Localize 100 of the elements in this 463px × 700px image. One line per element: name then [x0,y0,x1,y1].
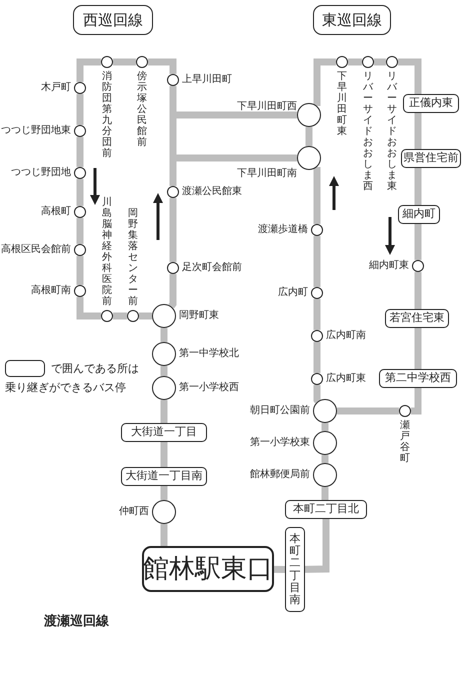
stop-name: 高根区民会館前 [1,243,71,257]
bus-stop-circle [311,224,323,236]
transfer-stop-box: 大街道一丁目南 [121,467,207,486]
route-line [113,58,136,66]
bus-stop-circle [313,463,337,487]
route-line [322,455,328,463]
route-title-box: 西巡回線 [73,5,153,35]
route-line [314,58,336,106]
bus-stop-circle [313,399,337,423]
route-line [414,168,422,205]
bus-stop-circle [152,304,176,328]
route-line [414,224,422,260]
route-line [76,218,84,244]
terminal-box: 館林駅東口 [142,546,274,592]
stop-name: 木戸町 [41,81,71,95]
route-line [411,388,422,414]
transfer-stop-box: 県営住宅前 [401,149,461,168]
transfer-stop-box: 本町二丁目北 [285,500,367,519]
bus-stop-circle [152,342,176,366]
route-line [76,94,84,125]
bus-stop-circle [136,56,148,68]
stop-name: 下早川田町南 [237,167,297,181]
stop-name: 広内町東 [326,372,366,386]
stop-name: 傍示塚公民館前 [137,71,147,148]
route-line [414,113,422,149]
route-line [304,519,330,573]
route-name: 渡瀬巡回線 [44,612,109,630]
stop-name: 川島脳神経外科医院前 [102,197,112,307]
route-line [160,400,168,423]
bus-stop-circle [399,405,411,417]
bus-stop-circle [152,500,176,524]
route-line [160,486,168,500]
bus-stop-circle [74,206,86,218]
route-line [314,166,320,224]
bus-stop-circle [311,373,323,385]
route-line [170,198,176,262]
bus-stop-circle [311,330,323,342]
route-line [160,328,168,342]
route-line [322,487,328,500]
stop-name: 足次町会館前 [182,261,242,275]
bus-stop-circle [74,125,86,137]
stop-name: 細内町東 [369,259,409,273]
bus-stop-circle [362,56,374,68]
stop-name: 渡瀬歩道橋 [258,223,308,237]
route-line [160,524,168,546]
bus-stop-circle [336,56,348,68]
stop-name: リバーサイドおおしま東 [387,71,397,192]
stop-name: つつじ野団地東 [1,124,71,138]
route-line [322,423,328,431]
route-line [348,58,362,66]
stop-name: 瀬戸谷町 [400,420,410,464]
bus-stop-circle [167,74,179,86]
stop-name: 第一小学校西 [179,381,239,395]
route-line [374,58,386,66]
route-line [160,366,168,376]
bus-stop-circle [127,310,139,322]
transfer-stop-box: 正儀内東 [403,94,459,113]
route-line [148,58,176,74]
legend-text: で囲んである所は乗り継ぎができるバス停 [5,361,140,396]
stop-name: 上早川田町 [182,73,232,87]
bus-stop-circle [101,56,113,68]
bus-stop-circle [74,167,86,179]
stop-name: 岡野町東 [179,309,219,323]
transfer-stop-box: 大街道一丁目 [121,423,207,442]
route-line [337,408,399,414]
route-line [113,312,127,320]
stop-name: リバーサイドおおしま西 [363,71,373,192]
route-line [314,236,320,287]
route-line [314,299,320,330]
transfer-stop-box: 第二中学校西 [379,369,457,388]
route-line [314,385,321,404]
transfer-stop-box: 若宮住宅東 [385,309,449,328]
transfer-stop-box: 本町二丁目南 [285,527,305,612]
stop-name: つつじ野団地 [11,166,71,180]
bus-stop-circle [167,262,179,274]
stop-name: 朝日町公園前 [250,404,310,418]
bus-stop-circle [313,431,337,455]
stop-name: 第一中学校北 [179,347,239,361]
stop-name: 消防団第九分団前 [102,71,112,159]
bus-stop-circle [74,82,86,94]
bus-stop-circle [412,260,424,272]
route-line [274,566,286,573]
bus-stop-circle [74,285,86,297]
route-title-box: 東巡回線 [313,5,391,35]
route-line [139,312,152,320]
bus-stop-circle [101,310,113,322]
bus-stop-circle [311,287,323,299]
stop-name: 第一小学校東 [250,436,310,450]
transfer-stop-box: 細内町 [398,205,440,224]
stop-name: 渡瀬公民館東 [182,185,242,199]
bus-stop-circle [386,56,398,68]
stop-name: 高根町南 [31,284,71,298]
bus-stop-circle [297,103,321,127]
route-line [76,179,84,206]
route-line [168,274,176,308]
route-line [76,297,101,320]
bus-stop-circle [74,244,86,256]
route-line [306,127,312,146]
stop-name: 広内町 [278,286,308,300]
route-line [76,256,84,285]
